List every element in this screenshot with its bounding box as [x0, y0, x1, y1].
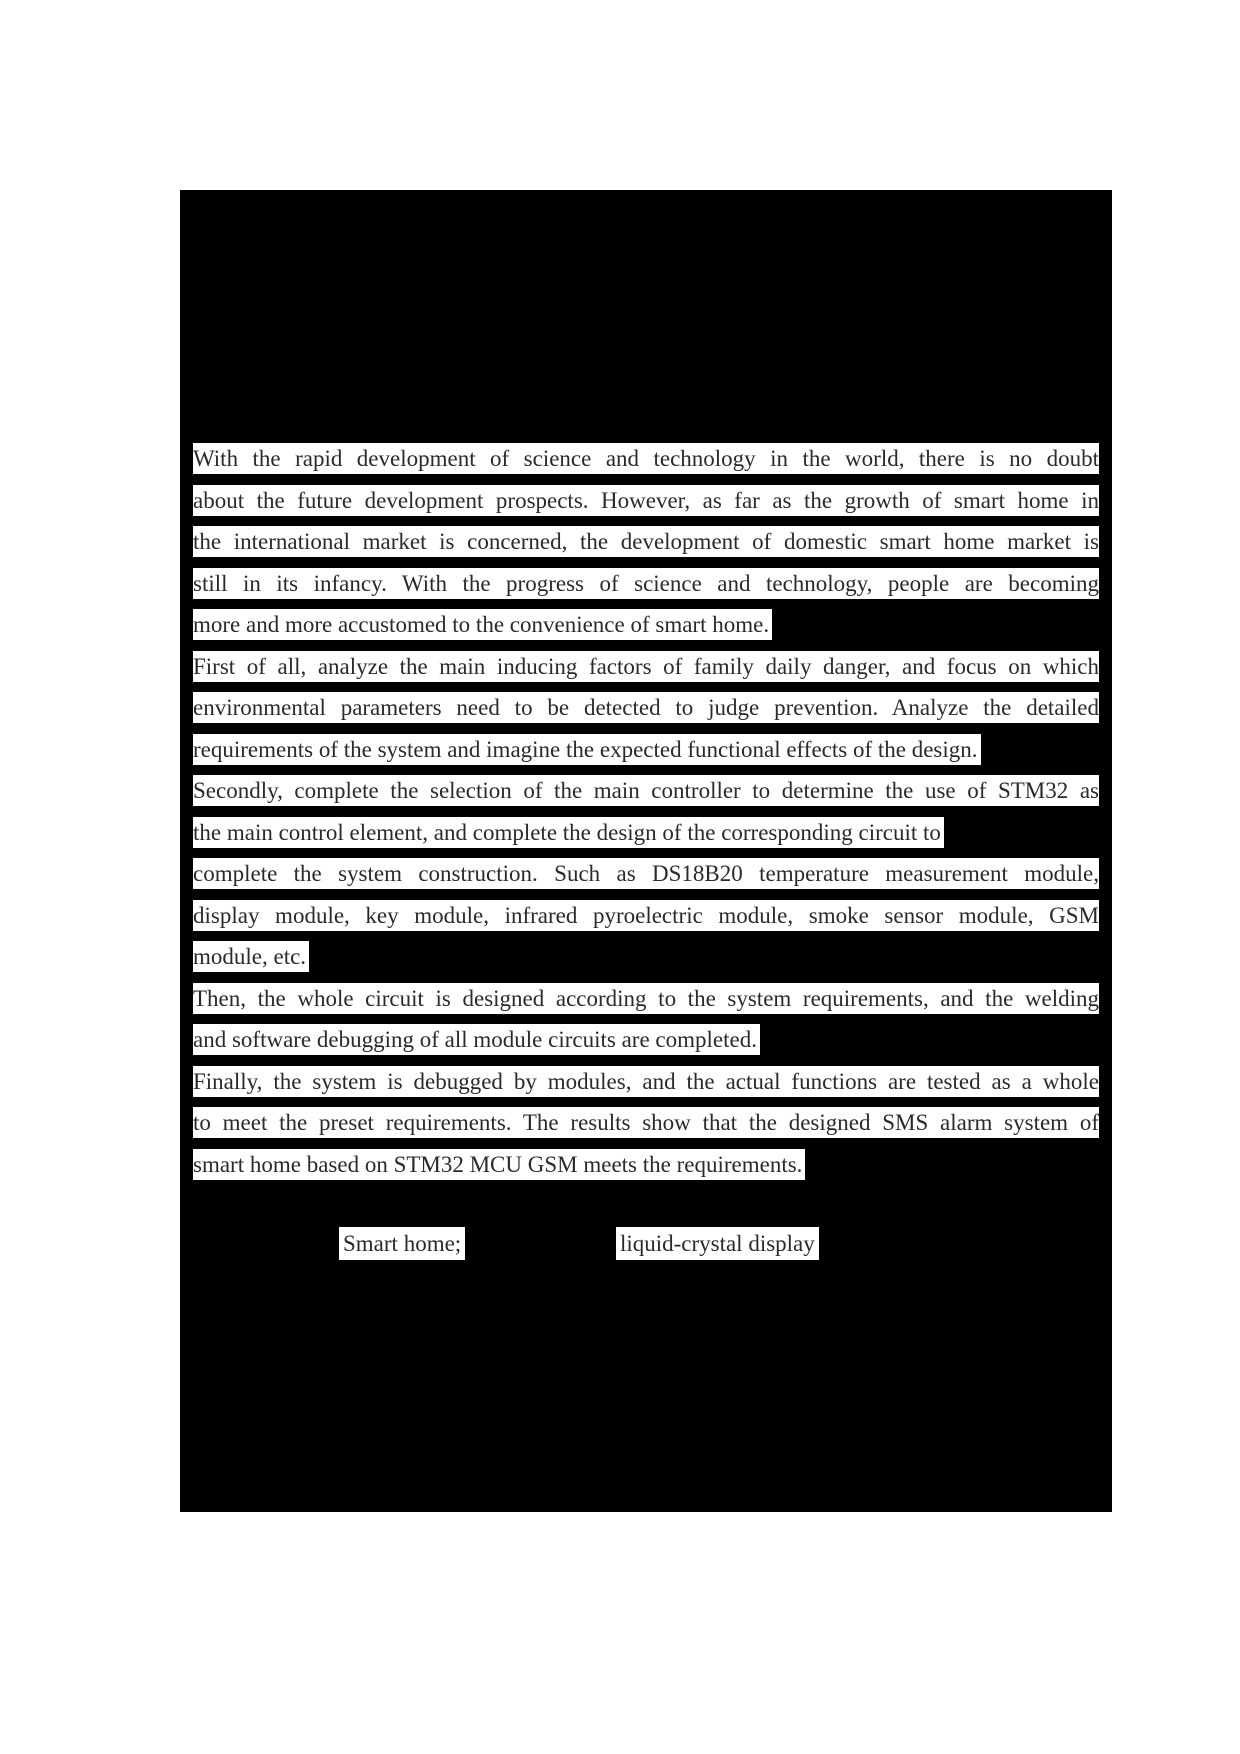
- keyword-highlight: Smart home;: [339, 1226, 466, 1260]
- keyword-highlight: liquid-crystal display: [615, 1226, 819, 1260]
- abstract-line: Finally, the system is debugged by modul…: [193, 1065, 1099, 1097]
- abstract-line: environmental parameters need to be dete…: [193, 692, 1099, 723]
- abstract-line: First of all, analyze the main inducing …: [193, 650, 1099, 682]
- abstract-line: more and more accustomed to the convenie…: [193, 609, 773, 640]
- redacted-region: With the rapid development of science an…: [180, 190, 1112, 1512]
- abstract-text: With the rapid development of science an…: [193, 443, 1099, 1260]
- abstract-line: the international market is concerned, t…: [193, 526, 1099, 557]
- abstract-line: complete the system construction. Such a…: [193, 858, 1099, 889]
- abstract-line: module, etc.: [193, 941, 310, 972]
- abstract-line: and software debugging of all module cir…: [193, 1024, 760, 1055]
- keywords-line: Smart home; liquid-crystal display: [193, 1226, 1099, 1260]
- abstract-line: Secondly, complete the selection of the …: [193, 775, 1099, 806]
- abstract-line: still in its infancy. With the progress …: [193, 567, 1099, 599]
- abstract-line: display module, key module, infrared pyr…: [193, 899, 1099, 931]
- abstract-line: about the future development prospects. …: [193, 484, 1099, 516]
- abstract-line: requirements of the system and imagine t…: [193, 733, 981, 765]
- abstract-line: smart home based on STM32 MCU GSM meets …: [193, 1148, 806, 1180]
- abstract-line: the main control element, and complete t…: [193, 816, 944, 848]
- abstract-line: Then, the whole circuit is designed acco…: [193, 982, 1099, 1014]
- abstract-line: With the rapid development of science an…: [193, 443, 1099, 474]
- abstract-line: to meet the preset requirements. The res…: [193, 1107, 1099, 1138]
